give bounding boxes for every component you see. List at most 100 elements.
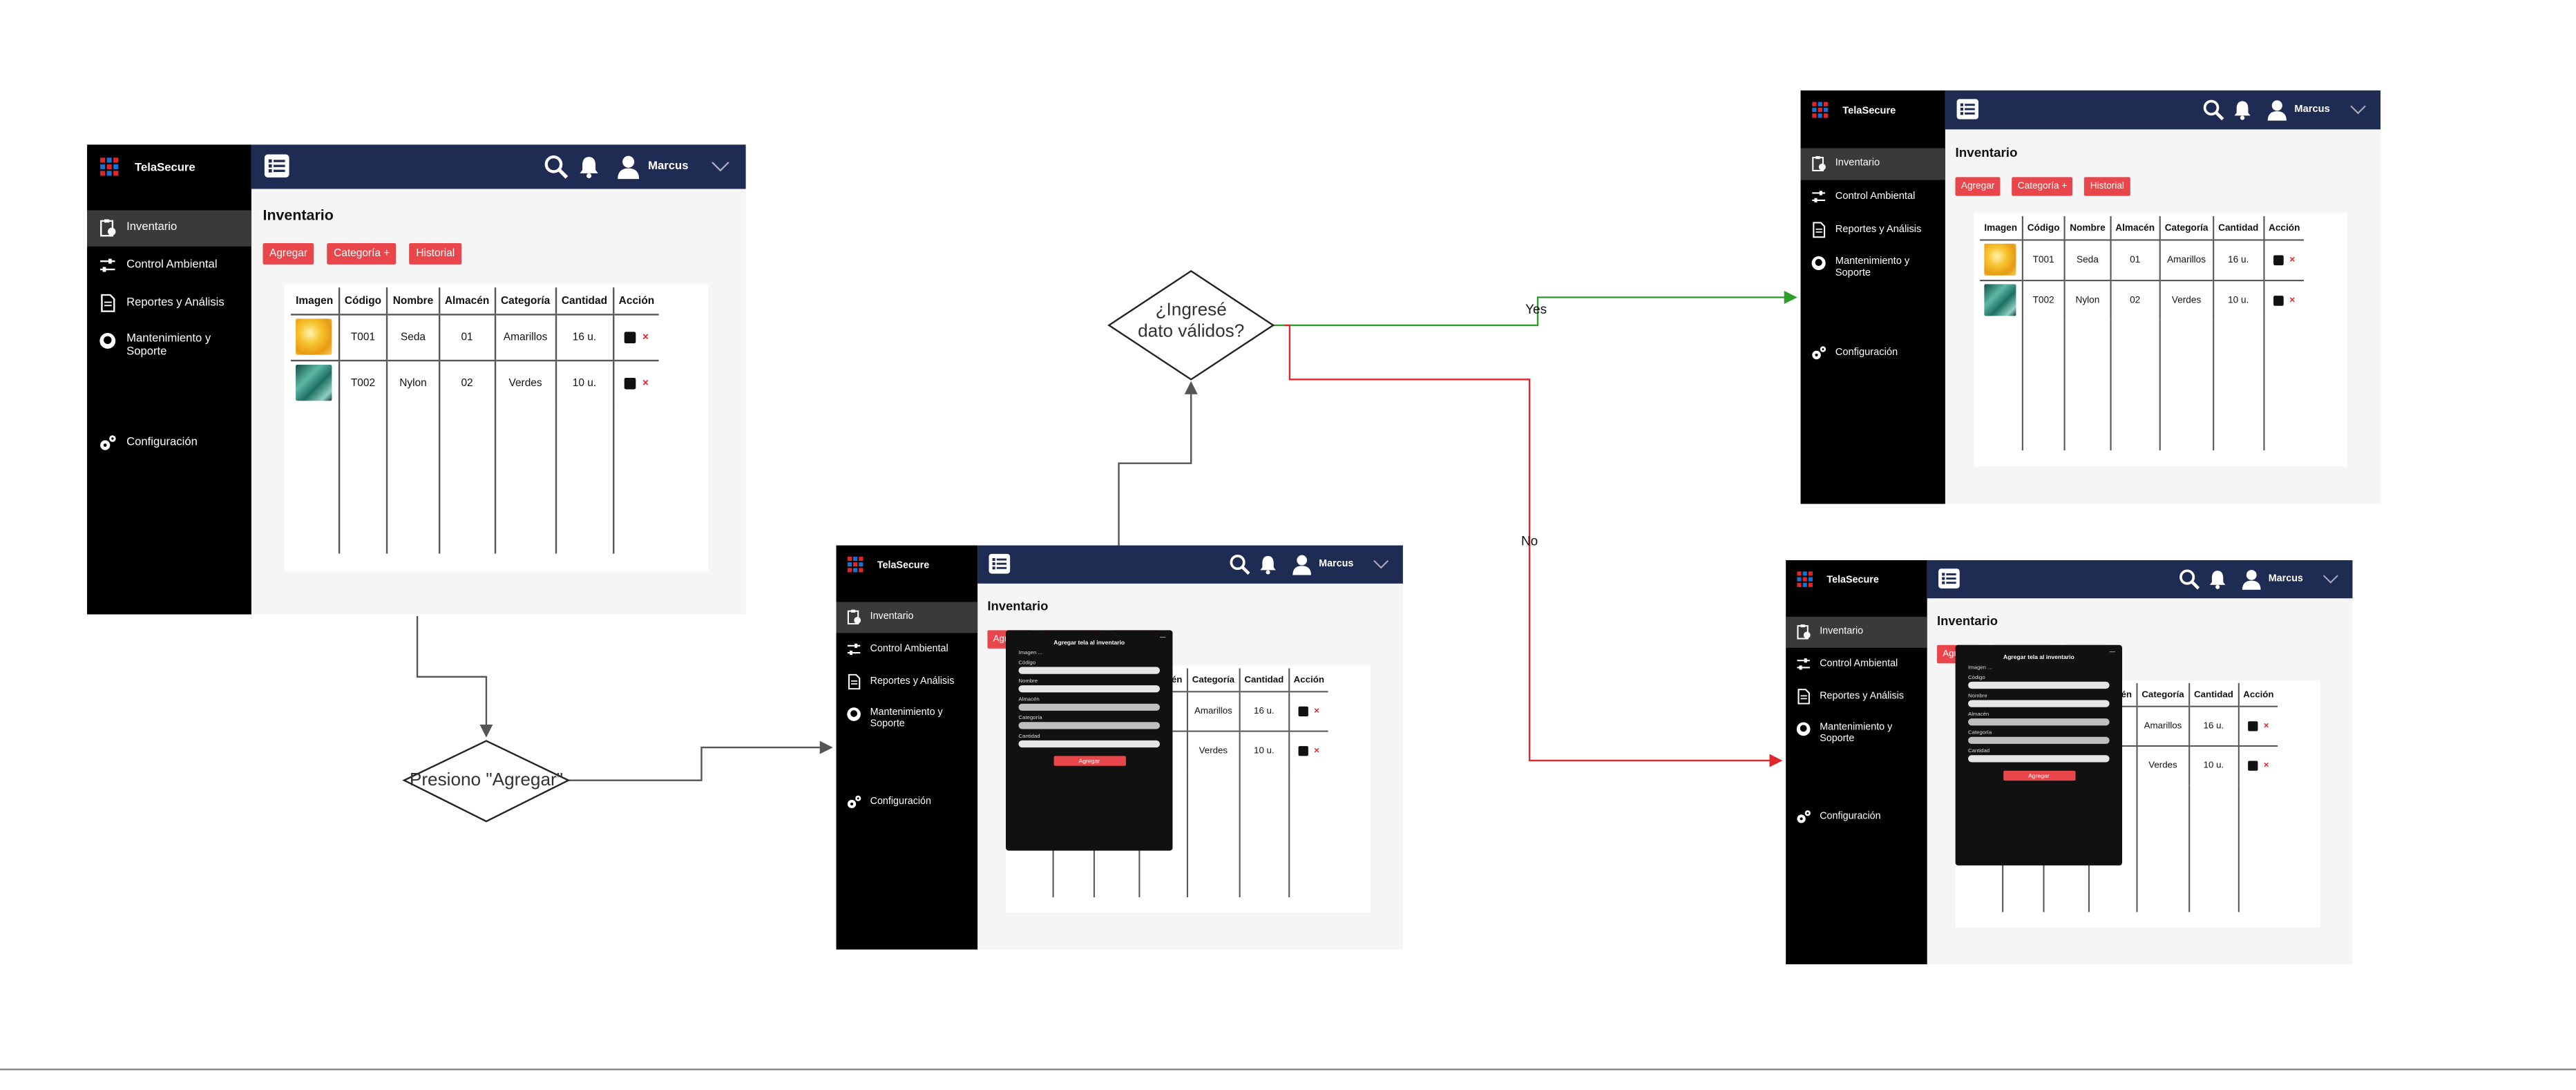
historial-button[interactable]: Historial bbox=[409, 242, 461, 265]
almacen-cell: 02 bbox=[2109, 280, 2160, 321]
yellow-silk-thumbnail bbox=[296, 318, 333, 354]
agregar-button[interactable]: Agregar bbox=[1955, 177, 2001, 196]
search-icon[interactable] bbox=[2204, 99, 2225, 121]
sidebar-item-configuracion[interactable]: Configuración bbox=[1786, 802, 1927, 833]
edit-icon[interactable] bbox=[2248, 761, 2258, 771]
sidebar-item-control-ambiental[interactable]: Control Ambiental bbox=[1800, 182, 1945, 213]
menu-list-icon[interactable] bbox=[264, 154, 289, 178]
chevron-down-icon[interactable] bbox=[2322, 574, 2339, 584]
clipboard-icon bbox=[100, 219, 116, 237]
delete-icon[interactable]: × bbox=[2263, 720, 2269, 732]
categoria-select[interactable] bbox=[1018, 722, 1161, 729]
categoria-cell: Verdes bbox=[1186, 731, 1240, 770]
edit-icon[interactable] bbox=[2248, 720, 2258, 732]
delete-icon[interactable]: × bbox=[1314, 745, 1319, 756]
chevron-down-icon[interactable] bbox=[2350, 105, 2366, 115]
accion-cell: × bbox=[1288, 731, 1329, 770]
modal-close-icon[interactable]: — bbox=[1160, 633, 1166, 640]
delete-icon[interactable]: × bbox=[2289, 295, 2296, 306]
user-avatar-icon[interactable] bbox=[2242, 568, 2263, 590]
edit-icon[interactable] bbox=[1298, 706, 1308, 716]
historial-button[interactable]: Historial bbox=[2084, 177, 2130, 196]
modal-submit-button[interactable]: Agregar bbox=[1053, 756, 1125, 766]
modal-submit-button[interactable]: Agregar bbox=[2003, 770, 2075, 781]
codigo-input[interactable] bbox=[1018, 667, 1161, 674]
column-header: Imagen bbox=[290, 287, 339, 316]
toolbar: Agregar Categoría + Historial bbox=[1955, 177, 2142, 196]
user-avatar-icon[interactable] bbox=[2267, 99, 2289, 121]
edit-icon[interactable] bbox=[2273, 255, 2284, 265]
bell-icon[interactable] bbox=[1258, 554, 1279, 575]
delete-icon[interactable]: × bbox=[642, 377, 649, 390]
chevron-down-icon[interactable] bbox=[712, 161, 729, 173]
sidebar-item-control-ambiental[interactable]: Control Ambiental bbox=[1786, 649, 1927, 680]
sidebar-item-configuracion[interactable]: Configuración bbox=[836, 787, 977, 818]
brand-name: TelaSecure bbox=[1826, 575, 1879, 585]
delete-icon[interactable]: × bbox=[2263, 761, 2269, 771]
sidebar-item-inventario[interactable]: Inventario bbox=[1786, 616, 1927, 648]
categoria-select[interactable] bbox=[1968, 736, 2110, 744]
edit-icon[interactable] bbox=[2273, 295, 2284, 306]
sidebar-item-mantenimiento[interactable]: Mantenimiento y Soporte bbox=[87, 324, 251, 370]
sidebar-item-control-ambiental[interactable]: Control Ambiental bbox=[87, 248, 251, 284]
inventory-table-panel: Imagen Código Nombre Almacén Categoría C… bbox=[284, 284, 708, 572]
sidebar-item-reportes[interactable]: Reportes y Análisis bbox=[836, 667, 977, 698]
sidebar-item-reportes[interactable]: Reportes y Análisis bbox=[87, 286, 251, 322]
sidebar-item-reportes[interactable]: Reportes y Análisis bbox=[1800, 215, 1945, 247]
sidebar-item-inventario[interactable]: Inventario bbox=[836, 602, 978, 633]
categoria-button[interactable]: Categoría + bbox=[327, 242, 397, 265]
bell-icon[interactable] bbox=[578, 155, 602, 180]
sidebar-menu: Inventario Control Ambiental Reportes y … bbox=[1786, 616, 1927, 834]
sidebar-item-control-ambiental[interactable]: Control Ambiental bbox=[836, 634, 977, 665]
brand-name: TelaSecure bbox=[1842, 105, 1896, 116]
sidebar-item-reportes[interactable]: Reportes y Análisis bbox=[1786, 682, 1927, 713]
cantidad-input[interactable] bbox=[1018, 740, 1161, 748]
user-avatar-icon[interactable] bbox=[1292, 554, 1313, 575]
user-name: Marcus bbox=[1319, 560, 1354, 570]
edit-icon[interactable] bbox=[624, 332, 636, 343]
search-icon[interactable] bbox=[544, 155, 569, 180]
sidebar-item-configuracion[interactable]: Configuración bbox=[87, 426, 251, 461]
column-header: Cantidad bbox=[1239, 668, 1289, 693]
menu-list-icon[interactable] bbox=[989, 553, 1011, 574]
bell-icon[interactable] bbox=[2232, 99, 2253, 120]
edit-icon[interactable] bbox=[624, 377, 636, 390]
sidebar-item-label: Inventario bbox=[1820, 627, 1864, 637]
cantidad-input[interactable] bbox=[1968, 755, 2110, 763]
document-icon bbox=[101, 294, 115, 312]
modal-close-icon[interactable]: — bbox=[2109, 647, 2115, 656]
nombre-cell: Nylon bbox=[2063, 280, 2110, 321]
almacen-select[interactable] bbox=[1018, 703, 1161, 711]
agregar-button[interactable]: Agregar bbox=[263, 242, 314, 265]
sidebar-item-mantenimiento[interactable]: Mantenimiento y Soporte bbox=[1800, 248, 1945, 289]
edit-icon[interactable] bbox=[1298, 745, 1308, 756]
sidebar-item-inventario[interactable]: Inventario bbox=[1800, 148, 1945, 180]
menu-list-icon[interactable] bbox=[1938, 568, 1960, 589]
codigo-input[interactable] bbox=[1968, 681, 2110, 689]
nombre-input[interactable] bbox=[1018, 685, 1161, 693]
sidebar-item-inventario[interactable]: Inventario bbox=[87, 210, 251, 247]
search-icon[interactable] bbox=[2179, 568, 2201, 590]
search-icon[interactable] bbox=[1230, 554, 1251, 575]
delete-icon[interactable]: × bbox=[2289, 255, 2296, 265]
sidebar-item-label: Inventario bbox=[1835, 158, 1880, 169]
sidebar-item-mantenimiento[interactable]: Mantenimiento y Soporte bbox=[1786, 714, 1927, 754]
connector-screen1-to-action bbox=[416, 615, 493, 738]
chevron-down-icon[interactable] bbox=[1373, 560, 1389, 569]
nombre-input[interactable] bbox=[1968, 700, 2110, 707]
sidebar: TelaSecure Inventario Control Ambiental … bbox=[836, 545, 978, 950]
toolbar: Agregar Categoría + Historial bbox=[263, 242, 475, 265]
delete-icon[interactable]: × bbox=[1314, 706, 1319, 716]
user-avatar-icon[interactable] bbox=[617, 155, 642, 180]
modal-title: Agregar tela al inventario bbox=[1053, 638, 1125, 646]
sidebar-item-configuracion[interactable]: Configuración bbox=[1800, 338, 1945, 370]
bell-icon[interactable] bbox=[2208, 568, 2229, 590]
menu-list-icon[interactable] bbox=[1956, 99, 1978, 119]
sidebar-item-label: Configuración bbox=[1835, 347, 1898, 358]
main-content: Inventario Agregar Categoría + Historial… bbox=[1945, 129, 2381, 504]
categoria-button[interactable]: Categoría + bbox=[2012, 177, 2073, 196]
delete-icon[interactable]: × bbox=[642, 332, 649, 343]
table-row: T002 Nylon 02 Verdes 10 u. × bbox=[291, 361, 660, 406]
sidebar-item-mantenimiento[interactable]: Mantenimiento y Soporte bbox=[836, 700, 977, 739]
almacen-select[interactable] bbox=[1968, 718, 2110, 726]
